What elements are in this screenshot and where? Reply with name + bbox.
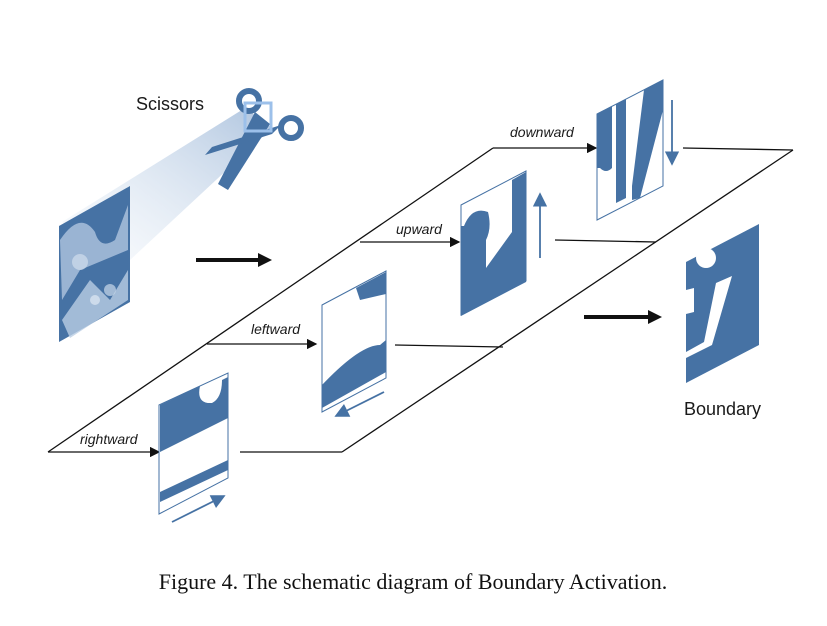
downward-patch <box>596 79 680 221</box>
scissors-label: Scissors <box>136 94 204 114</box>
boundary-patch <box>686 224 759 383</box>
boundary-label: Boundary <box>684 399 761 419</box>
leftward-patch <box>321 270 387 417</box>
upward-patch <box>460 170 548 316</box>
leftward-label: leftward <box>251 321 301 337</box>
downward-label: downward <box>510 124 575 140</box>
upward-label: upward <box>396 221 443 237</box>
flow-frame <box>47 142 794 458</box>
figure-caption: Figure 4. The schematic diagram of Bound… <box>159 569 668 594</box>
input-patch <box>59 186 130 342</box>
scissors-icon <box>205 88 304 190</box>
output-arrowhead <box>648 310 662 324</box>
input-arrowhead <box>258 253 272 267</box>
rightward-patch <box>158 372 229 523</box>
rightward-label: rightward <box>80 431 139 447</box>
